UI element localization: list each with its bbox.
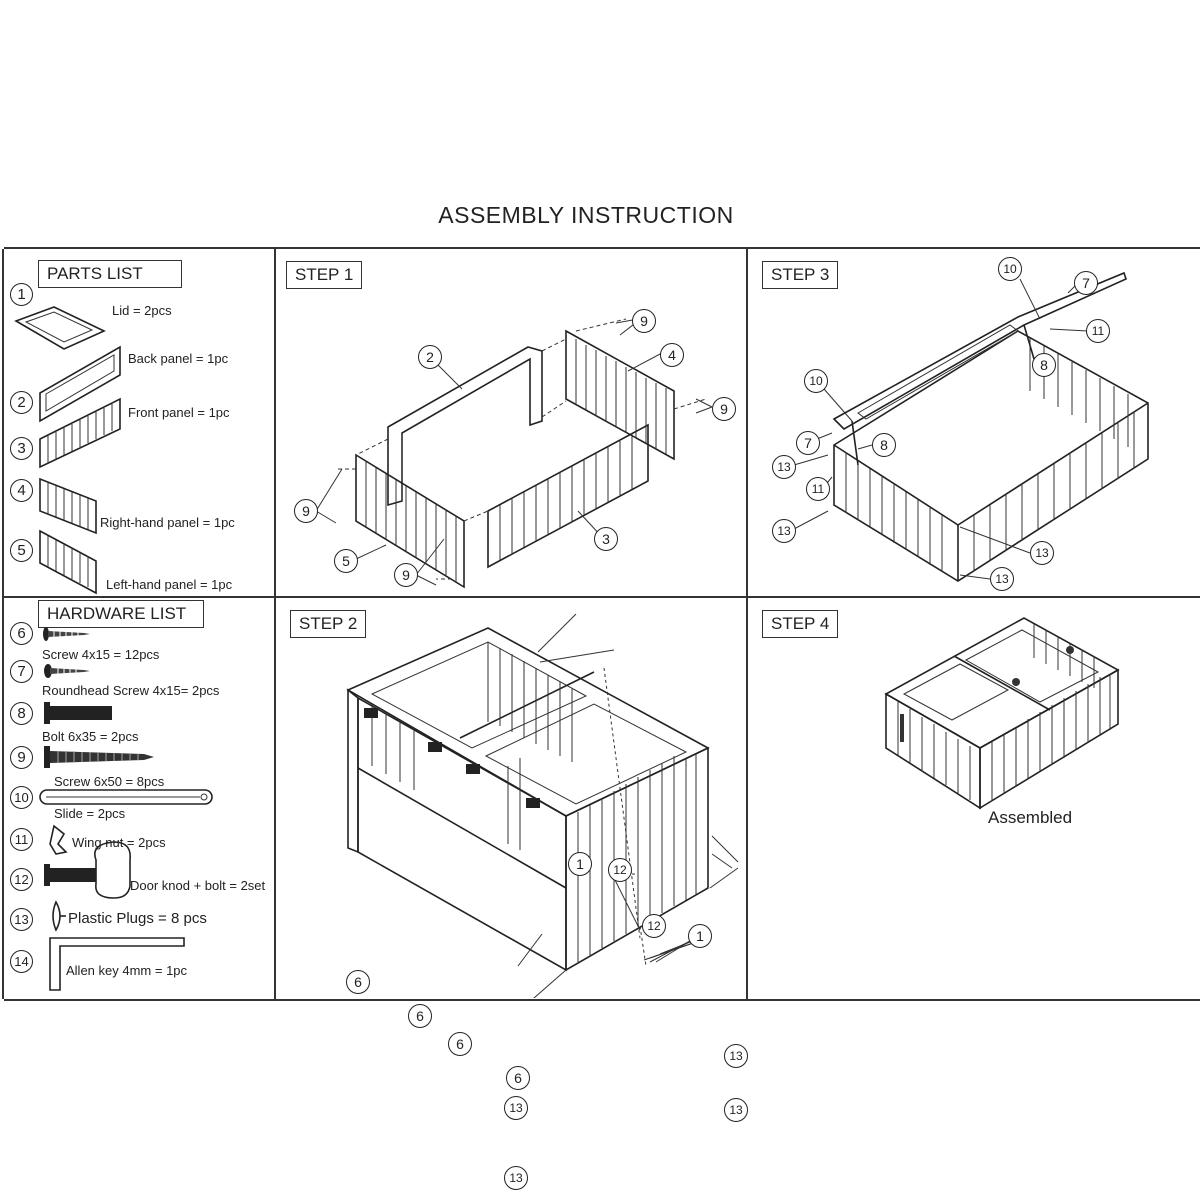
hardware-number-10: 10: [10, 786, 33, 809]
step2-callout-6a: 6: [346, 970, 370, 994]
step3-callout-10a: 10: [998, 257, 1022, 281]
step3-callout-13b: 13: [772, 519, 796, 543]
part-number-3: 3: [10, 437, 33, 460]
hardware-illustrations: [39, 627, 213, 991]
hardware-list-panel: HARDWARE LIST: [4, 598, 274, 998]
hardware-label-slide: Slide = 2pcs: [54, 806, 126, 821]
parts-list-heading: PARTS LIST: [38, 260, 182, 288]
hardware-list-heading: HARDWARE LIST: [38, 600, 204, 628]
step1-diagram: [315, 318, 713, 589]
hardware-number-8: 8: [10, 702, 33, 725]
step1-callout-3: 3: [594, 527, 618, 551]
step2-panel: STEP 2: [276, 598, 748, 1190]
step4-panel: STEP 4: [748, 598, 1200, 998]
step1-callout-2: 2: [418, 345, 442, 369]
hardware-label-plastic-plugs: Plastic Plugs = 8 pcs: [68, 910, 207, 927]
part-number-1: 1: [10, 283, 33, 306]
part-label-left-hand-panel: Left-hand panel = 1pc: [106, 577, 233, 592]
assembled-caption: Assembled: [988, 808, 1073, 827]
step2-callout-6c: 6: [448, 1032, 472, 1056]
step2-callout-13d: 13: [504, 1166, 528, 1190]
step1-callout-9a: 9: [632, 309, 656, 333]
step3-callout-13a: 13: [772, 455, 796, 479]
hardware-label-allen-key: Allen key 4mm = 1pc: [66, 963, 188, 978]
hardware-number-12: 12: [10, 868, 33, 891]
hardware-number-11: 11: [10, 828, 33, 851]
part-label-right-hand-panel: Right-hand panel = 1pc: [100, 515, 235, 530]
hardware-number-13: 13: [10, 908, 33, 931]
part-number-5: 5: [10, 539, 33, 562]
step2-callout-13a: 13: [724, 1044, 748, 1068]
hardware-label-bolt: Bolt 6x35 = 2pcs: [42, 729, 139, 744]
step4-label: STEP 4: [762, 610, 839, 638]
step2-callout-1a: 1: [568, 852, 592, 876]
step3-callout-8a: 8: [1032, 353, 1056, 377]
hardware-number-14: 14: [10, 950, 33, 973]
step1-panel: STEP 1: [276, 249, 746, 596]
step3-panel: STEP 3: [748, 249, 1200, 596]
step4-diagram: [884, 617, 1120, 810]
step3-callout-11b: 11: [806, 477, 830, 501]
step1-callout-5: 5: [334, 549, 358, 573]
hardware-label-screw-4x15: Screw 4x15 = 12pcs: [42, 647, 160, 662]
part-number-4: 4: [10, 479, 33, 502]
step2-callout-6d: 6: [506, 1066, 530, 1090]
step1-callout-9b: 9: [712, 397, 736, 421]
step3-callout-11a: 11: [1086, 319, 1110, 343]
step1-callout-4: 4: [660, 343, 684, 367]
hardware-number-9: 9: [10, 746, 33, 769]
hardware-label-roundhead-screw: Roundhead Screw 4x15= 2pcs: [42, 683, 220, 698]
step2-callout-12a: 12: [608, 858, 632, 882]
step3-callout-10b: 10: [804, 369, 828, 393]
part-label-back-panel: Back panel = 1pc: [128, 351, 229, 366]
step2-callout-12b: 12: [642, 914, 666, 938]
step1-callout-9c: 9: [294, 499, 318, 523]
step2-callout-13b: 13: [724, 1098, 748, 1122]
step3-callout-7b: 7: [796, 431, 820, 455]
step2-callout-13c: 13: [504, 1096, 528, 1120]
parts-list-panel: PARTS LIST: [4, 249, 274, 596]
part-label-lid: Lid = 2pcs: [112, 303, 172, 318]
hardware-label-screw-6x50: Screw 6x50 = 8pcs: [54, 774, 165, 789]
step2-callout-1b: 1: [688, 924, 712, 948]
hardware-label-wing-nut: Wing nut = 2pcs: [72, 835, 166, 850]
step3-label: STEP 3: [762, 261, 839, 289]
hardware-number-7: 7: [10, 660, 33, 683]
page-title: ASSEMBLY INSTRUCTION: [438, 202, 734, 228]
step1-callout-9d: 9: [394, 563, 418, 587]
step3-diagram: [793, 271, 1149, 582]
horizontal-divider: [4, 596, 1200, 598]
step3-callout-7a: 7: [1074, 271, 1098, 295]
step2-callout-6b: 6: [408, 1004, 432, 1028]
hardware-number-6: 6: [10, 622, 33, 645]
step2-label: STEP 2: [290, 610, 367, 638]
step3-callout-13c: 13: [1030, 541, 1054, 565]
step2-diagram: [346, 613, 739, 998]
divider-1: [274, 249, 276, 999]
parts-illustrations: [14, 306, 121, 595]
divider-2: [746, 249, 748, 999]
part-label-front-panel: Front panel = 1pc: [128, 405, 230, 420]
step1-label: STEP 1: [286, 261, 363, 289]
hardware-label-door-knob: Door knod + bolt = 2set: [130, 878, 266, 893]
step3-callout-8b: 8: [872, 433, 896, 457]
instruction-sheet: PARTS LIST: [2, 247, 1200, 1190]
part-number-2: 2: [10, 391, 33, 414]
left-border: [2, 249, 4, 999]
step3-callout-13d: 13: [990, 567, 1014, 591]
